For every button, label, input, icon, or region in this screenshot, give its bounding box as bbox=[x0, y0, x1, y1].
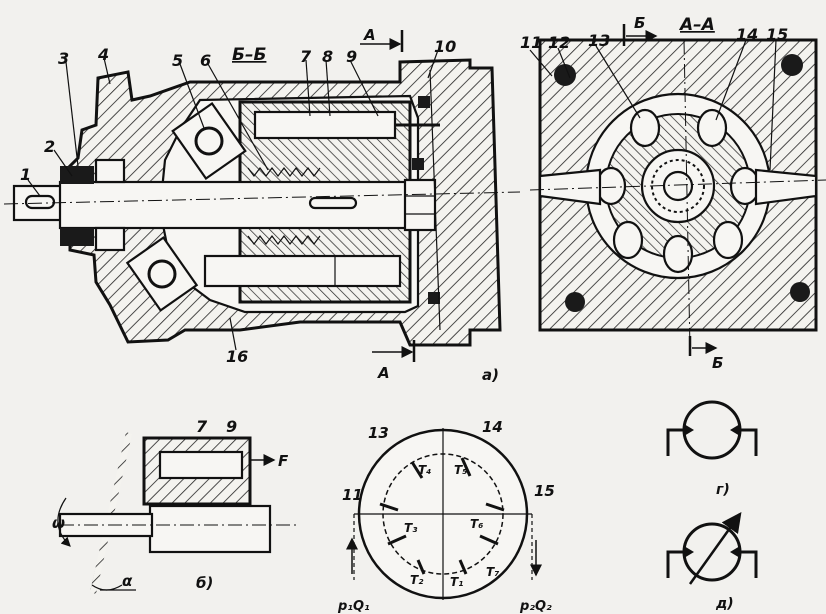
cut-label-a-bottom: А bbox=[377, 364, 390, 382]
cross-section-aa-view: 11 12 13 Б А–А 14 15 Б bbox=[520, 14, 826, 372]
label-12: 12 bbox=[548, 33, 570, 52]
cut-label-b-bottom: Б bbox=[712, 354, 723, 372]
label-14: 14 bbox=[736, 25, 758, 44]
port-label-right: p₂Q₂ bbox=[519, 599, 552, 614]
outlet-port bbox=[754, 168, 818, 206]
detail-label-9: 9 bbox=[226, 417, 237, 436]
t4-label: Т₄ bbox=[418, 463, 431, 477]
cut-label-b-top: Б bbox=[634, 14, 645, 32]
disc-label-13: 13 bbox=[368, 424, 389, 442]
hydraulic-symbol-variable: д) bbox=[666, 511, 758, 612]
t2-label: Т₂ bbox=[410, 573, 424, 587]
bolt-bottom-right bbox=[790, 282, 810, 302]
cut-label-a-top: А bbox=[363, 26, 376, 44]
t3-label: Т₃ bbox=[404, 521, 418, 535]
label-9: 9 bbox=[346, 47, 357, 66]
label-11: 11 bbox=[520, 33, 542, 52]
hydraulic-symbol-fixed: г) bbox=[666, 400, 758, 498]
key-slot bbox=[24, 194, 56, 210]
distributor-diagram: 13 14 11 15 Т₄ Т₅ Т₃ Т₆ Т₂ Т₁ Т₇ p₁Q₁ p₂… bbox=[337, 418, 555, 614]
label-1: 1 bbox=[20, 165, 31, 184]
seal-ring-bottom bbox=[94, 226, 126, 252]
view-label-d: д) bbox=[715, 596, 734, 612]
label-2: 2 bbox=[44, 137, 55, 156]
oring-2 bbox=[428, 292, 440, 304]
view-label-a: а) bbox=[482, 366, 499, 384]
label-7: 7 bbox=[300, 47, 312, 66]
detail-piston bbox=[158, 450, 244, 480]
label-4: 4 bbox=[97, 45, 109, 64]
disc-label-15: 15 bbox=[534, 482, 555, 500]
seal-ring-top bbox=[94, 158, 126, 184]
t5-label: Т₅ bbox=[454, 463, 467, 477]
bolt-top-left bbox=[554, 64, 576, 86]
disc-label-14: 14 bbox=[482, 418, 503, 436]
label-15: 15 bbox=[766, 25, 788, 44]
disc-label-11: 11 bbox=[342, 486, 363, 504]
label-16: 16 bbox=[226, 347, 248, 366]
label-10: 10 bbox=[434, 37, 456, 56]
section-cut-aa bbox=[360, 30, 416, 362]
upper-piston bbox=[253, 110, 397, 140]
lower-piston bbox=[203, 254, 402, 288]
oring-1 bbox=[418, 96, 430, 108]
spring bbox=[247, 167, 321, 245]
shaft-seal-top bbox=[60, 166, 94, 184]
shaft-keyway bbox=[308, 196, 358, 210]
label-3: 3 bbox=[58, 49, 69, 68]
alpha-label: α bbox=[122, 572, 133, 590]
omega-label: ω bbox=[52, 514, 65, 532]
label-6: 6 bbox=[200, 51, 211, 70]
section-label-bb: Б–Б bbox=[232, 45, 266, 65]
t1-label: Т₁ bbox=[450, 575, 463, 589]
longitudinal-section-view: 1 2 3 4 5 6 Б–Б 7 8 9 А 10 16 А а) bbox=[3, 26, 521, 384]
upper-bearing bbox=[171, 101, 247, 181]
t6-label: Т₆ bbox=[470, 517, 483, 531]
piston-markers bbox=[379, 457, 505, 575]
shaft-nut bbox=[403, 178, 437, 232]
section-label-aa: А–А bbox=[678, 15, 715, 35]
port-label-left: p₁Q₁ bbox=[337, 599, 370, 614]
shaft-seal-bottom bbox=[60, 228, 94, 246]
view-label-g: г) bbox=[716, 482, 730, 498]
label-8: 8 bbox=[322, 47, 333, 66]
t7-label: Т₇ bbox=[486, 565, 500, 579]
piston-bores bbox=[595, 108, 761, 274]
lower-bearing bbox=[125, 236, 199, 312]
shaft-axis bbox=[3, 191, 521, 205]
oring-3 bbox=[412, 158, 424, 170]
drive-shaft bbox=[58, 180, 422, 230]
swash-plate-detail-view: 7 9 F ω α б) bbox=[52, 417, 300, 594]
view-label-b: б) bbox=[196, 574, 213, 592]
distributor-plate-edge bbox=[429, 69, 441, 331]
bolt-bottom-left bbox=[565, 292, 585, 312]
label-5: 5 bbox=[172, 51, 183, 70]
label-13: 13 bbox=[588, 31, 610, 50]
leader-lines bbox=[27, 49, 439, 351]
bolt-top-right bbox=[781, 54, 803, 76]
force-label: F bbox=[278, 452, 289, 470]
shaft-bore bbox=[662, 170, 694, 202]
detail-label-7: 7 bbox=[196, 417, 208, 436]
detail-block bbox=[148, 504, 272, 554]
